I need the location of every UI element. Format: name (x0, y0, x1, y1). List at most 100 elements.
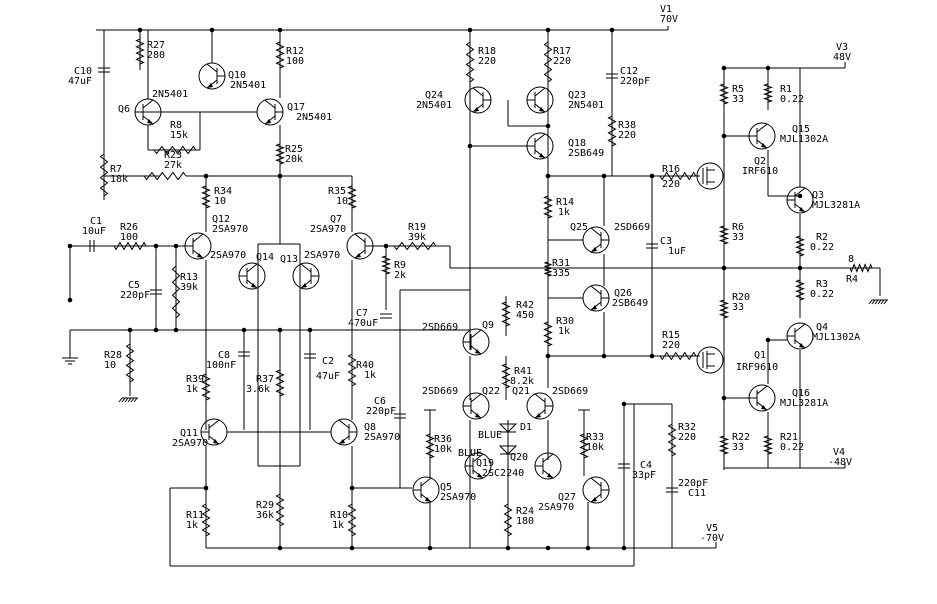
q21-transistor (534, 393, 546, 403)
junction-dot (585, 545, 591, 551)
q15-transistor (756, 123, 768, 133)
junction-dot (307, 327, 313, 333)
junction-dot (601, 353, 607, 359)
q20-transistor (547, 473, 553, 478)
junction-dot (173, 243, 179, 249)
r29-resistor (275, 493, 285, 527)
r17-resistor (543, 41, 553, 83)
q8-transistor (338, 419, 350, 429)
junction-dot (349, 545, 355, 551)
junction-dot (277, 545, 283, 551)
r37-resistor (275, 369, 285, 397)
r4-resistor (849, 263, 873, 273)
r40-resistor (347, 353, 357, 387)
q7-transistor (355, 253, 361, 258)
junction-dot (67, 243, 73, 249)
r16-resistor (659, 171, 697, 181)
r18-resistor (465, 41, 475, 83)
q12-transistor (192, 233, 204, 243)
wire (868, 299, 873, 305)
r13-resistor (171, 265, 181, 319)
q1-irf9610 (696, 346, 724, 374)
junction-dot (545, 123, 551, 129)
junction-dot (545, 353, 551, 359)
r25-resistor (275, 143, 285, 165)
r15-resistor (659, 351, 697, 361)
r22-resistor (718, 435, 730, 455)
label-q19: Q19BLUE (458, 448, 494, 469)
junction-dot (601, 173, 607, 179)
wire (133, 397, 138, 403)
wire (883, 299, 888, 305)
wire (118, 397, 123, 403)
q25-transistor (591, 247, 597, 252)
junction-dot (277, 27, 283, 33)
q13-transistor (301, 283, 307, 288)
r10-resistor (347, 503, 357, 537)
q5-transistor (420, 477, 432, 487)
q23-transistor (534, 87, 546, 97)
q4-transistor (799, 343, 805, 348)
q3-transistor (794, 187, 806, 197)
d1-diode (498, 423, 518, 433)
junction-dot (721, 265, 727, 271)
q27-transistor (591, 497, 597, 502)
q9-transistor (470, 329, 482, 339)
r32-resistor (667, 423, 677, 457)
junction-dot (173, 327, 179, 333)
q14-transistor (246, 263, 258, 273)
q19-transistor (472, 453, 484, 463)
junction-dot (277, 327, 283, 333)
junction-dot (137, 27, 143, 33)
q27-transistor (590, 477, 602, 487)
wire (127, 397, 132, 403)
junction-dot (383, 243, 389, 249)
label-d1: D1 (520, 422, 532, 433)
junction-dot (277, 173, 283, 179)
q13-transistor (300, 263, 312, 273)
r23-resistor (143, 171, 187, 181)
r14-resistor (543, 195, 553, 219)
q10-transistor (206, 63, 218, 73)
junction-dot (241, 327, 247, 333)
junction-dot (203, 173, 209, 179)
junction-dot (721, 395, 727, 401)
